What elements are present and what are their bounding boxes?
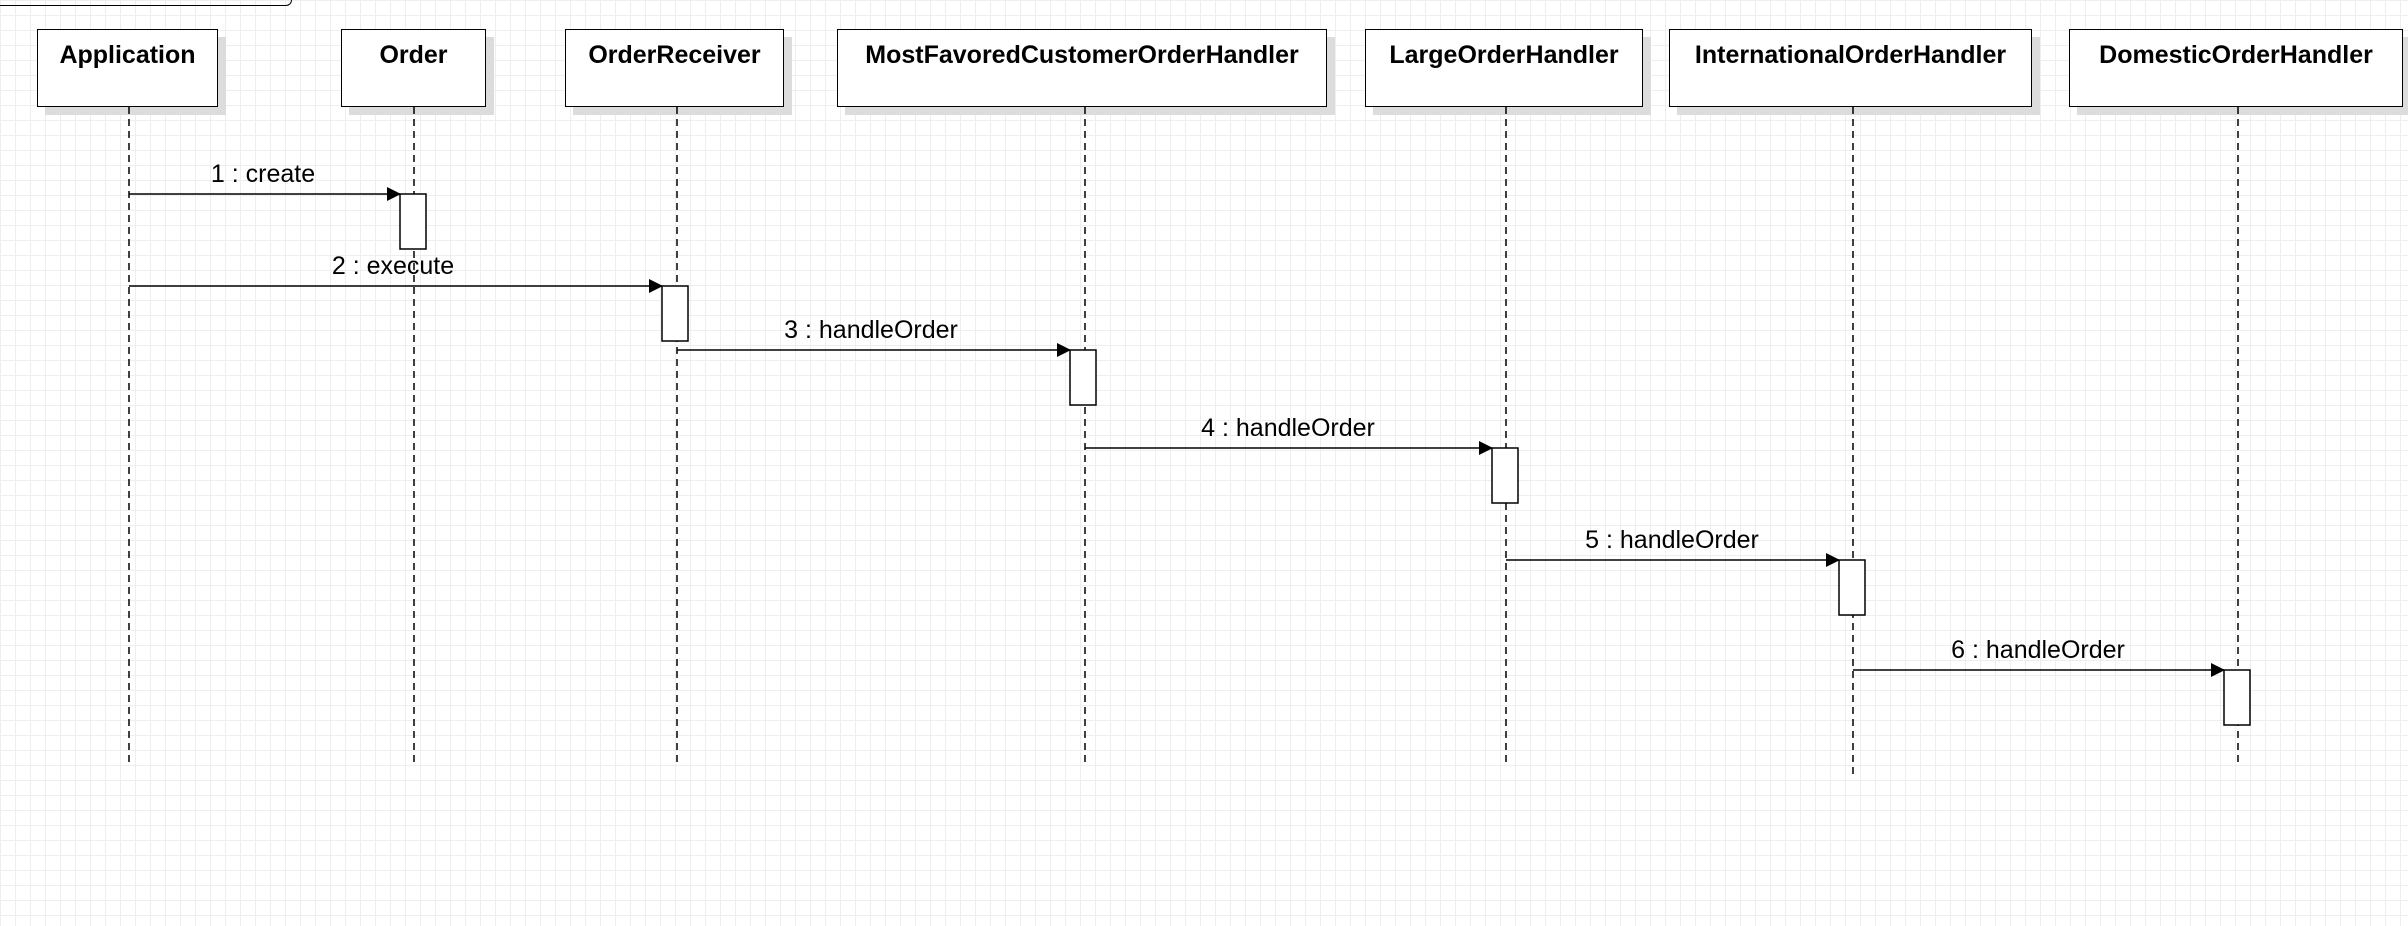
- participant-name: Application: [59, 41, 196, 69]
- participant-large-order-handler[interactable]: LargeOrderHandler: [1365, 29, 1643, 107]
- activation-bar-large-order-handler: [1491, 447, 1519, 504]
- participant-name: InternationalOrderHandler: [1694, 41, 2007, 69]
- message-label-1: 1 : create: [211, 160, 315, 188]
- participant-name: LargeOrderHandler: [1389, 41, 1619, 69]
- participant-application[interactable]: Application: [37, 29, 218, 107]
- activation-bar-domestic-order-handler: [2223, 669, 2251, 726]
- message-label-5: 5 : handleOrder: [1585, 526, 1759, 554]
- participant-name: DomesticOrderHandler: [2099, 41, 2373, 69]
- participant-domestic-order-handler[interactable]: DomesticOrderHandler: [2069, 29, 2403, 107]
- message-label-6: 6 : handleOrder: [1951, 636, 2125, 664]
- activation-bar-most-favored-customer-order-handler: [1069, 349, 1097, 406]
- participant-order[interactable]: Order: [341, 29, 486, 107]
- participant-name: MostFavoredCustomerOrderHandler: [865, 41, 1299, 69]
- activation-bar-international-order-handler: [1838, 559, 1866, 616]
- message-label-3: 3 : handleOrder: [784, 316, 958, 344]
- participant-order-receiver[interactable]: OrderReceiver: [565, 29, 784, 107]
- message-label-4: 4 : handleOrder: [1201, 414, 1375, 442]
- participant-name: Order: [379, 41, 448, 69]
- activation-bar-order: [399, 193, 427, 250]
- participant-international-order-handler[interactable]: InternationalOrderHandler: [1669, 29, 2032, 107]
- message-label-2: 2 : execute: [332, 252, 454, 280]
- participant-most-favored-customer-order-handler[interactable]: MostFavoredCustomerOrderHandler: [837, 29, 1327, 107]
- participant-name: OrderReceiver: [588, 41, 761, 69]
- activation-bar-order-receiver: [661, 285, 689, 342]
